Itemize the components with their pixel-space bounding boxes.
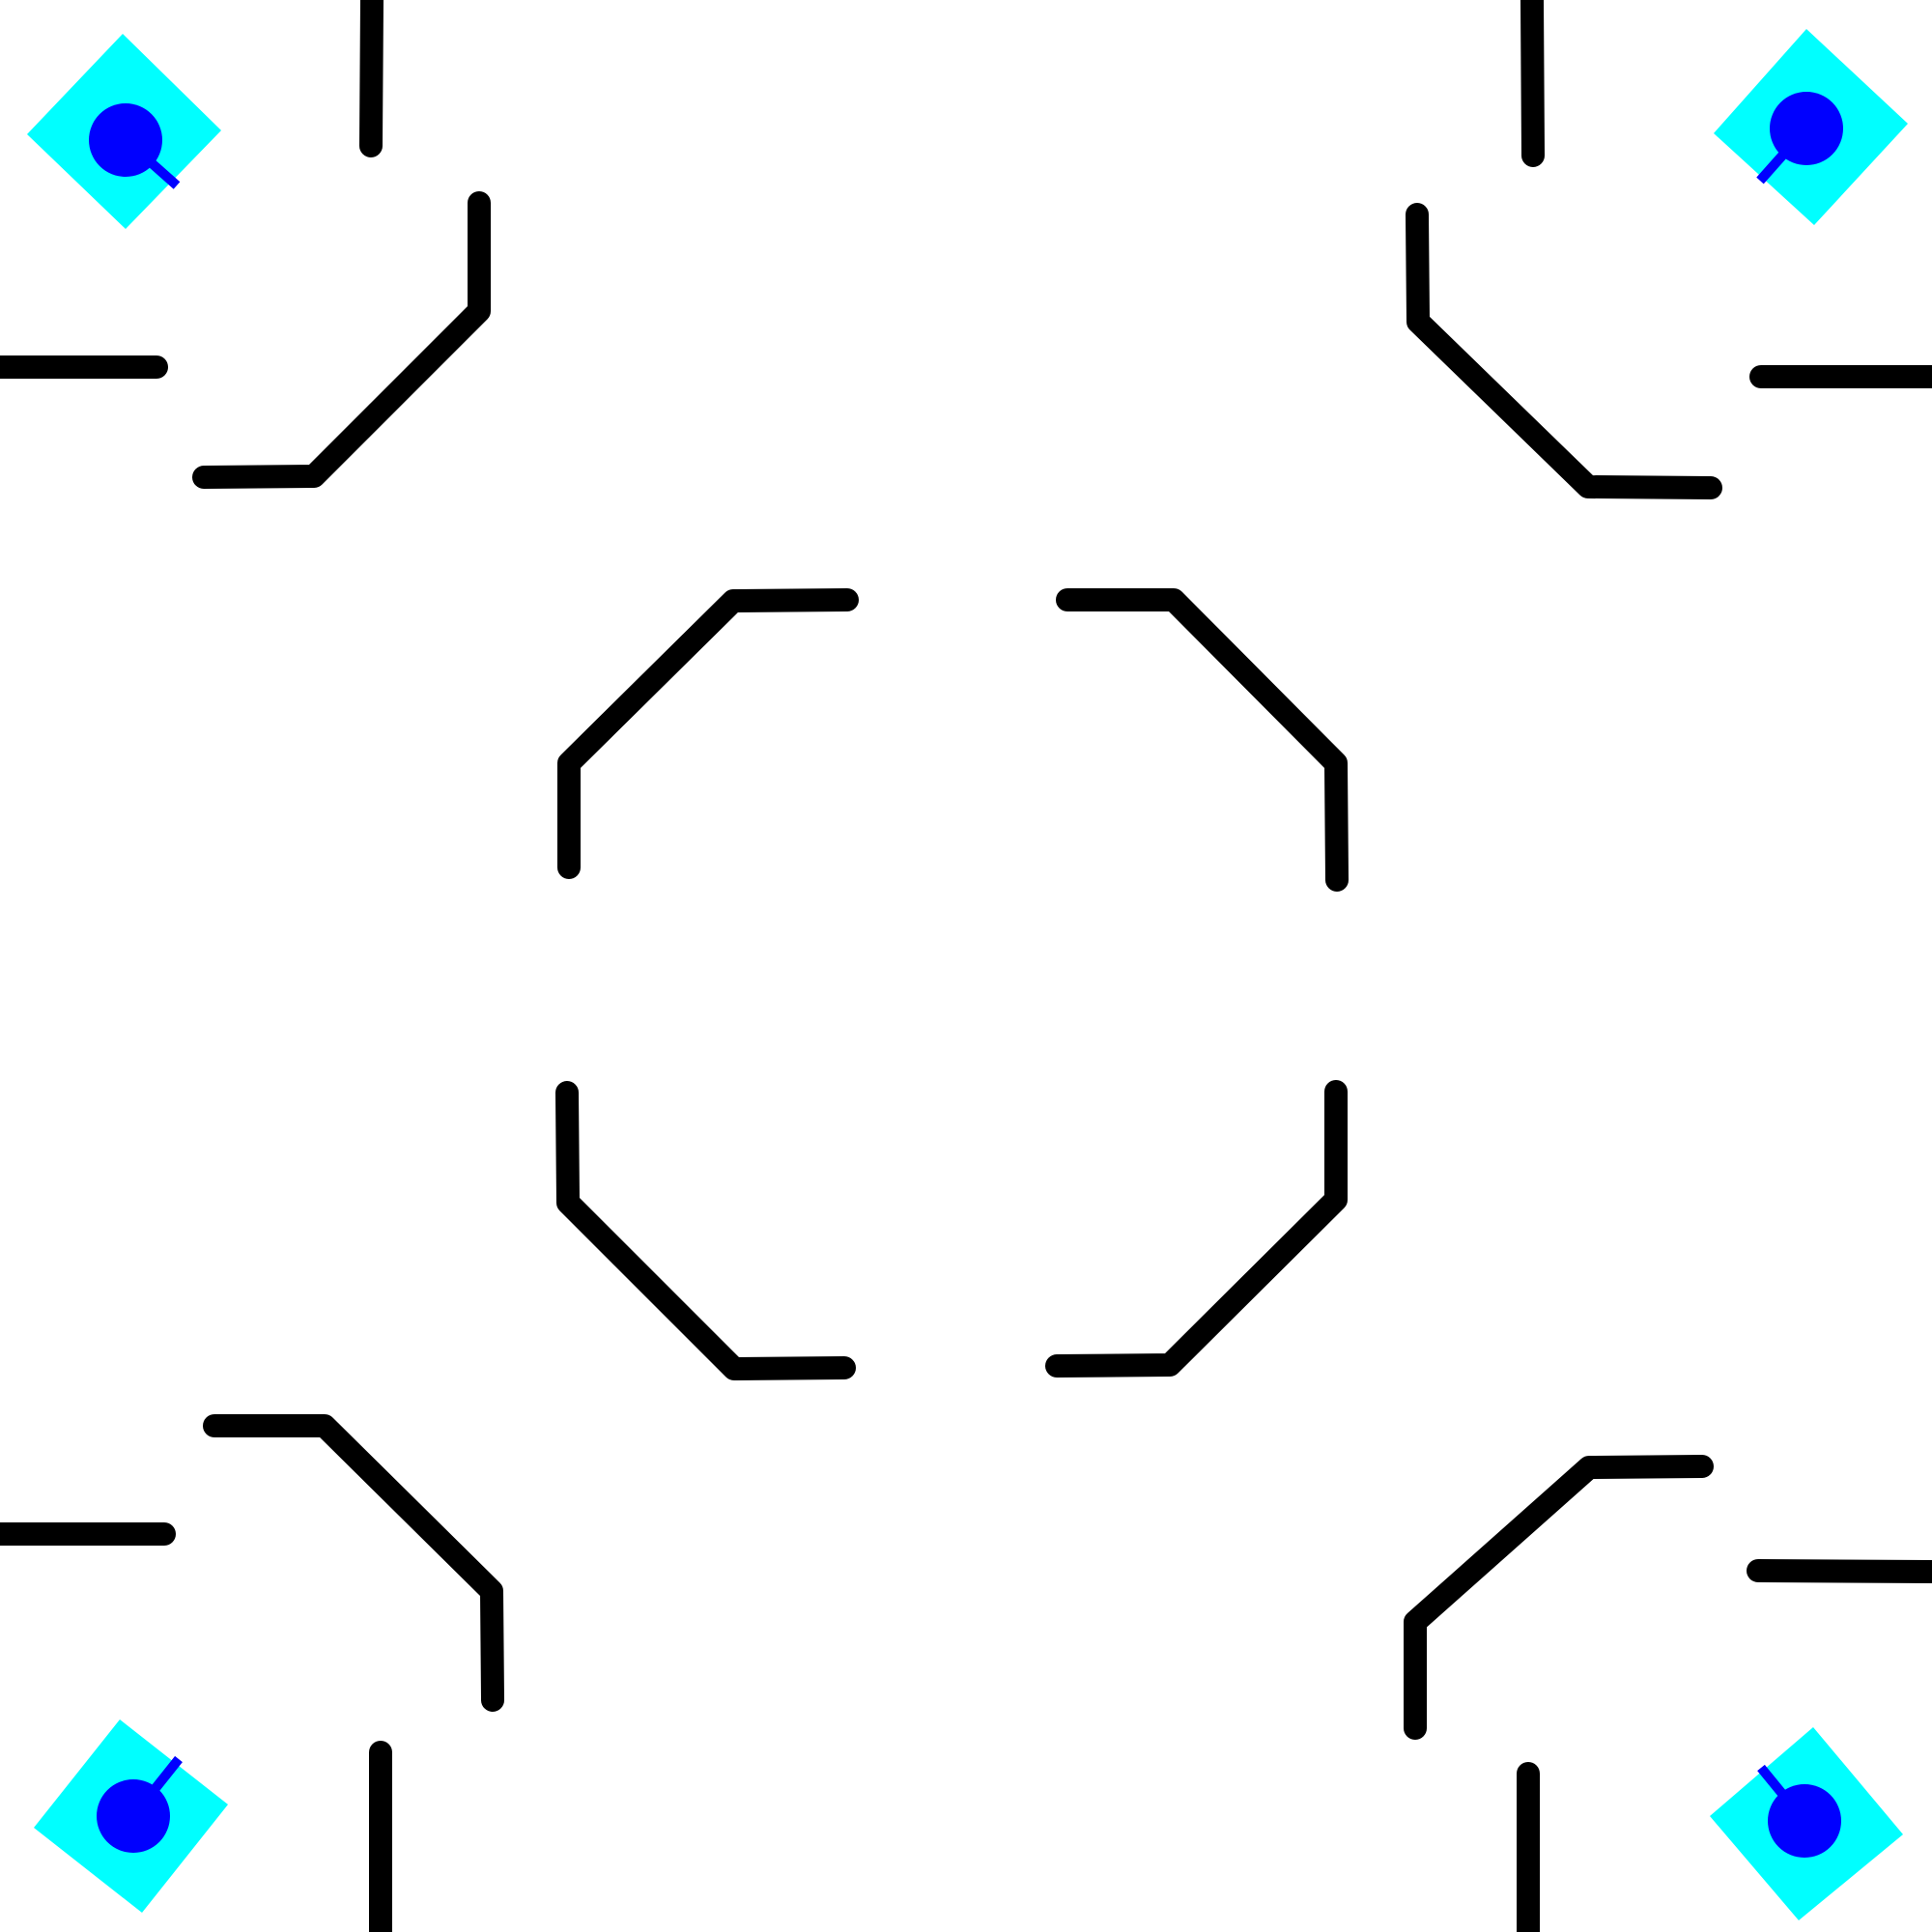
agent-body: [97, 1779, 170, 1853]
agent-body: [89, 103, 162, 177]
wall-top-right-vertical-stub: [1520, 0, 1545, 167]
wall-center-upper-right-arc: [1056, 588, 1349, 892]
agent-bottom-right: [1710, 1727, 1903, 1920]
agents-layer: [27, 29, 1908, 1920]
agent-body: [1768, 1784, 1841, 1858]
agent-body: [1770, 92, 1843, 165]
agent-top-left: [27, 34, 221, 229]
wall-top-left-vertical-stub: [359, 0, 384, 157]
agent-top-right: [1714, 29, 1908, 225]
wall-center-lower-left-arc: [555, 1081, 856, 1380]
agent-bottom-left: [34, 1719, 228, 1913]
wall-center-lower-right-arc: [1045, 1080, 1348, 1378]
wall-bottom-right-horizontal-stub: [1747, 1559, 1932, 1583]
wall-bottom-left-corner: [203, 1414, 504, 1712]
wall-top-left-corner: [192, 191, 491, 489]
wall-top-right-corner: [1406, 203, 1722, 499]
wall-bottom-right-corner: [1404, 1455, 1714, 1740]
wall-center-upper-left-arc: [557, 588, 859, 879]
